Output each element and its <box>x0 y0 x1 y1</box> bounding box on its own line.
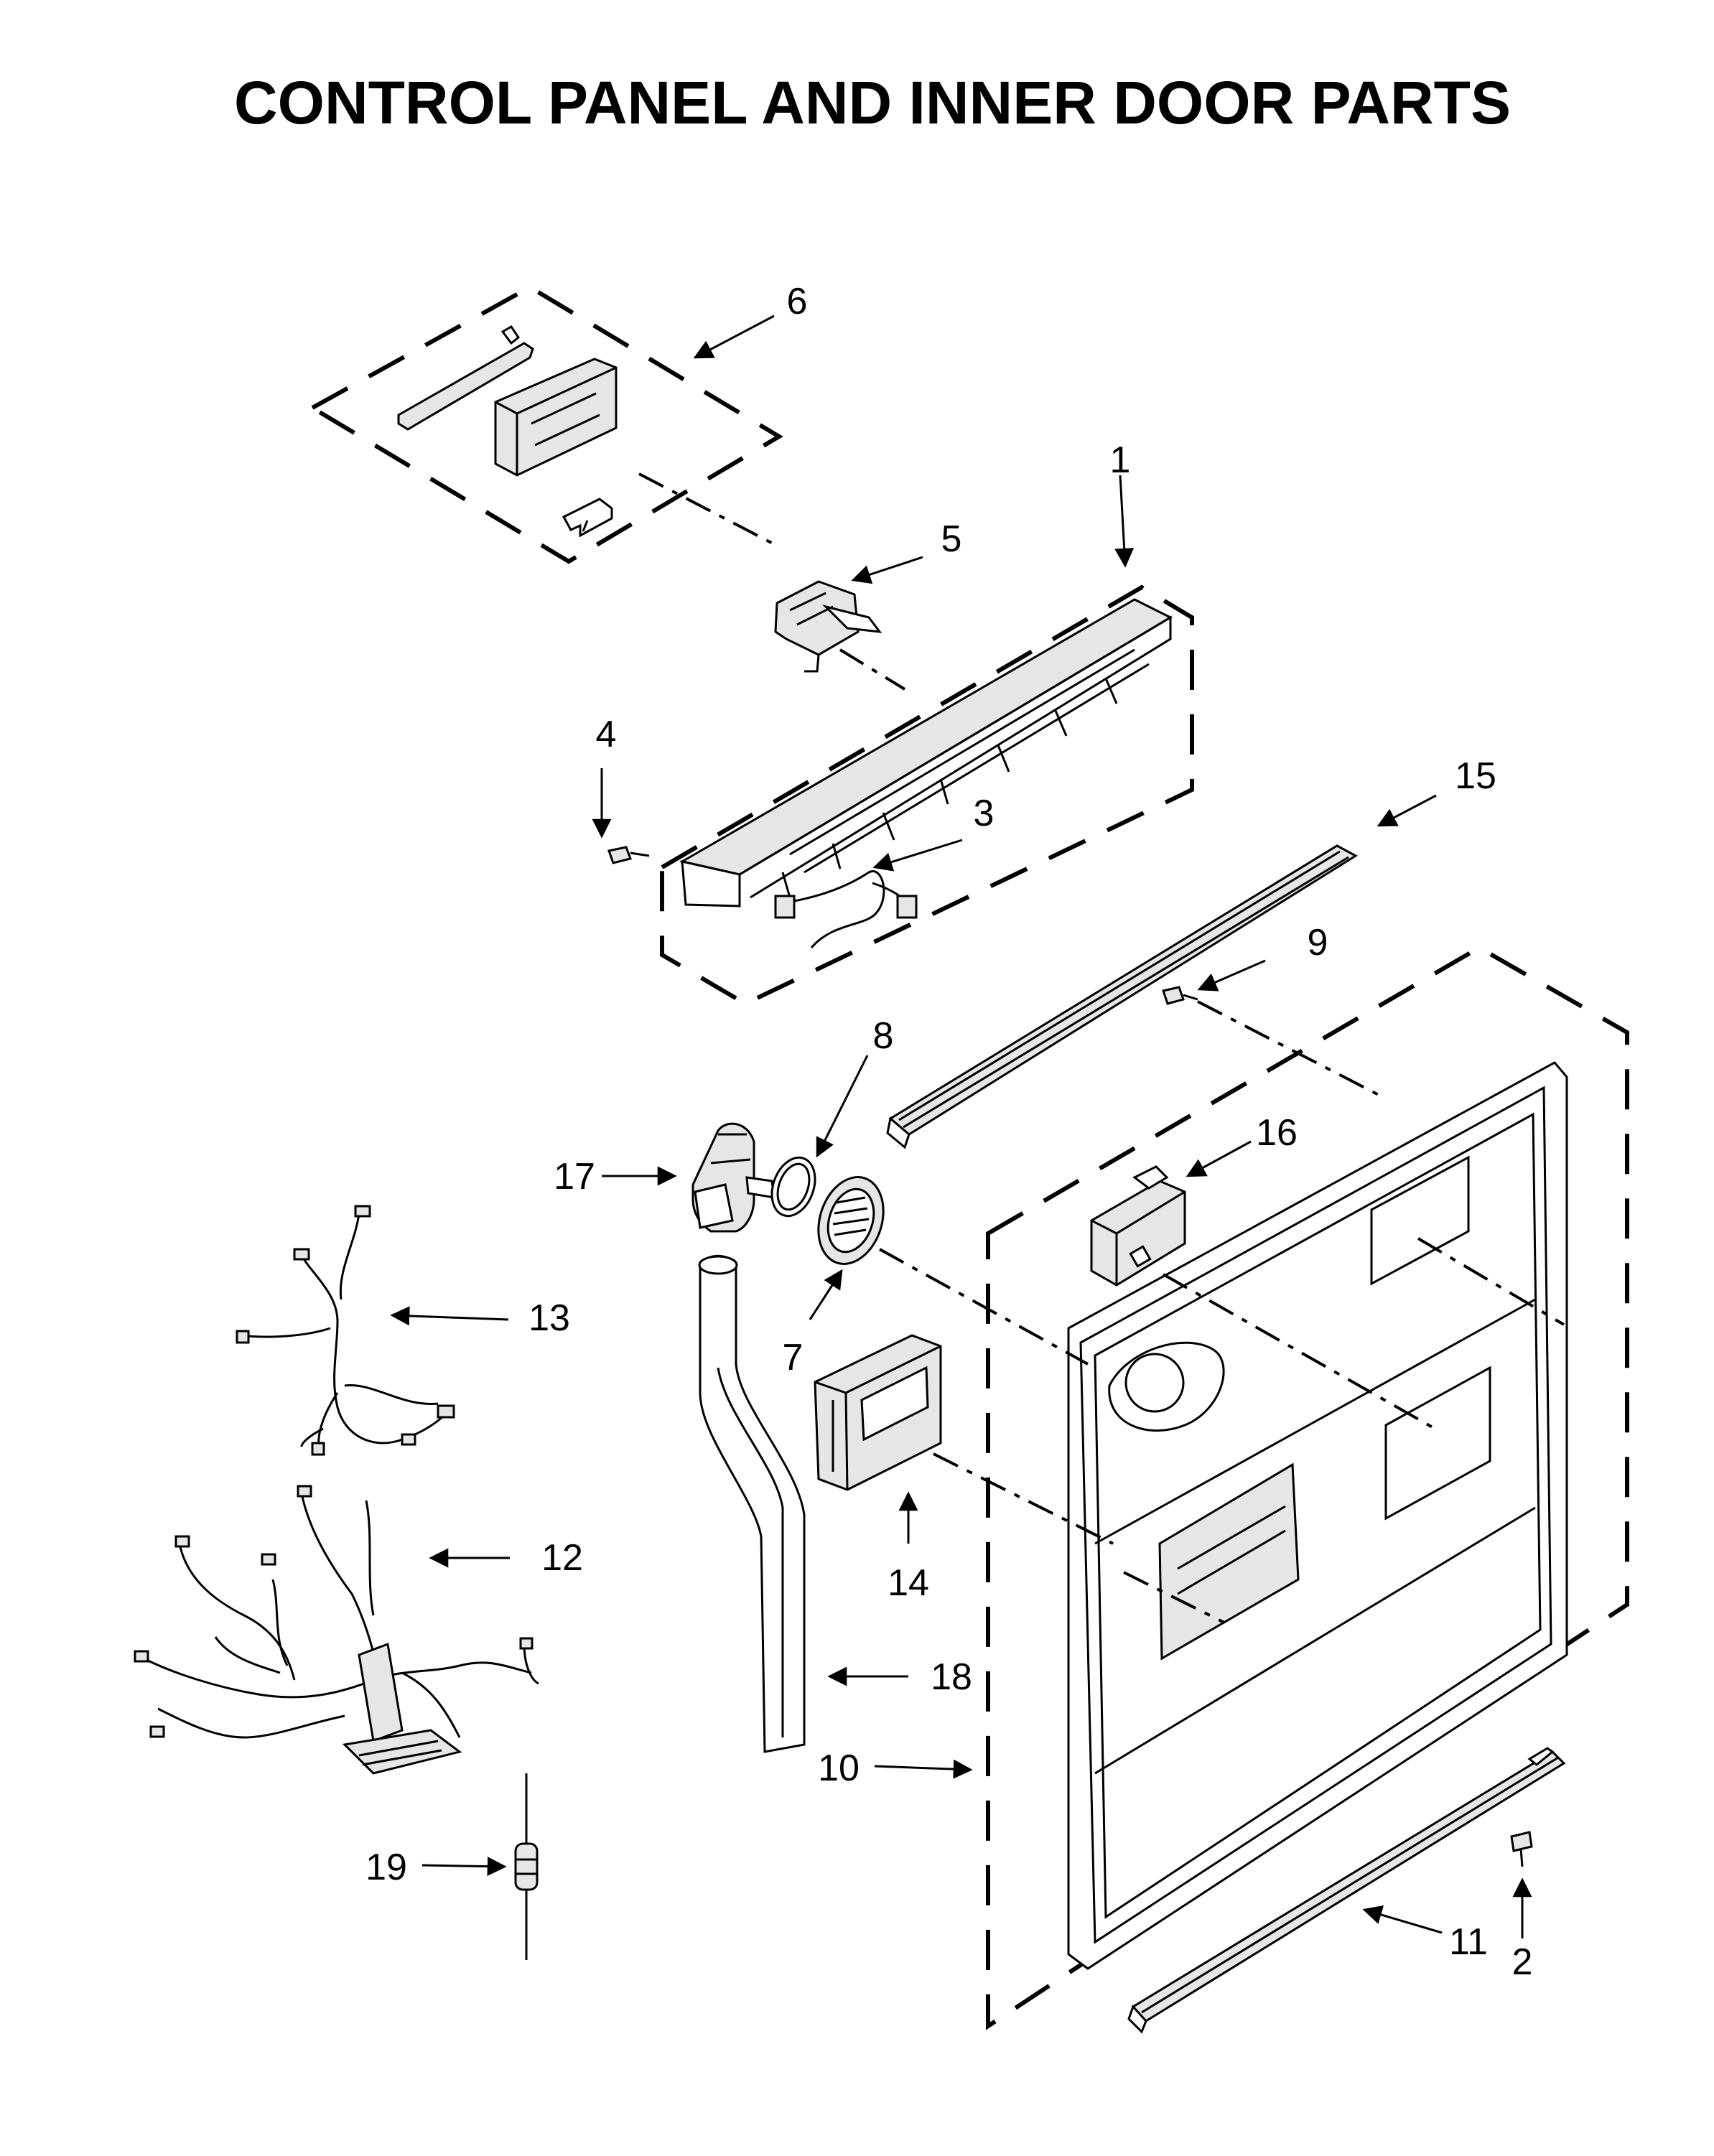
part-4-screw <box>607 846 650 864</box>
part-9-screw <box>1162 986 1198 1005</box>
part-13-harness <box>236 1205 455 1456</box>
callout-7: 7 <box>783 1337 804 1378</box>
part-3-harness <box>774 870 918 948</box>
callout-10: 10 <box>818 1747 860 1789</box>
callout-1: 1 <box>1110 439 1131 481</box>
page-title: CONTROL PANEL AND INNER DOOR PARTS <box>234 69 1511 136</box>
part-18-duct <box>698 1254 806 1753</box>
callout-14: 14 <box>888 1562 929 1604</box>
part-5-switch <box>774 580 882 673</box>
callout-9: 9 <box>1308 922 1328 963</box>
callout-4: 4 <box>596 714 617 755</box>
part-2-screw <box>1510 1831 1533 1867</box>
callout-labels: 6 1 5 4 3 15 9 8 16 17 7 13 14 12 18 10 … <box>365 281 1532 1983</box>
callout-13: 13 <box>528 1297 570 1339</box>
callout-17: 17 <box>554 1156 595 1198</box>
callout-6: 6 <box>787 281 808 322</box>
callout-arrows <box>390 314 1532 1938</box>
callout-5: 5 <box>941 518 962 560</box>
part-8-seal <box>770 1156 816 1218</box>
part-6-control-kit <box>307 284 783 564</box>
part-9-chain-line <box>1197 1000 1379 1096</box>
part-7-vent <box>817 1176 885 1265</box>
part-12-harness <box>134 1485 539 1775</box>
callout-18: 18 <box>931 1656 972 1698</box>
part-15-gasket <box>886 844 1358 1149</box>
callout-11: 11 <box>1449 1921 1488 1963</box>
part-11-rail <box>1127 1747 1566 2034</box>
callout-3: 3 <box>974 793 995 834</box>
part-16-chain-lines <box>879 1237 1565 1429</box>
part-14-chain-lines <box>933 1452 1225 1624</box>
part-14-control-module <box>814 1334 942 1491</box>
part-10-inner-door <box>986 945 1629 2030</box>
part-19-fuse <box>514 1773 539 1960</box>
callout-19: 19 <box>365 1847 407 1888</box>
callout-15: 15 <box>1455 755 1496 797</box>
part-17-fan-housing <box>691 1122 776 1233</box>
callout-12: 12 <box>541 1537 583 1579</box>
part-6-chain-line <box>638 472 906 691</box>
part-1-control-panel <box>660 584 1194 1007</box>
callout-16: 16 <box>1256 1112 1298 1154</box>
part-16-bracket <box>1090 1165 1186 1287</box>
callout-8: 8 <box>873 1015 894 1057</box>
callout-2: 2 <box>1512 1941 1533 1983</box>
